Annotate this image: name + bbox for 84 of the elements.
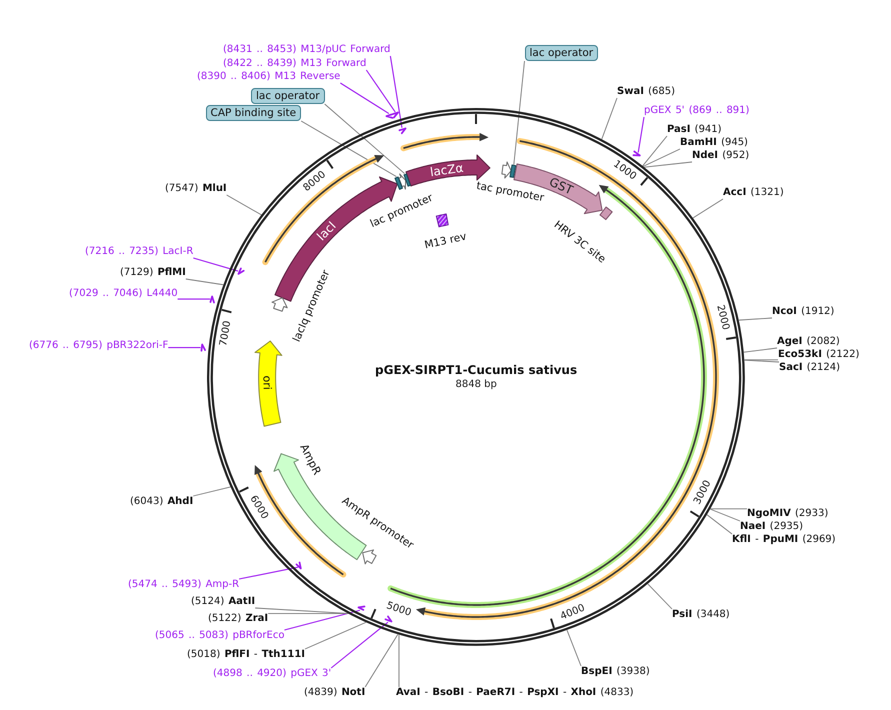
leader-line xyxy=(390,56,402,128)
leader-line xyxy=(268,613,349,614)
restriction-site-label: NdeI (952) xyxy=(692,150,750,162)
feature-label: ori xyxy=(260,375,274,390)
leader-line xyxy=(566,630,582,666)
primer-label: (7029 .. 7046) L4440 xyxy=(69,288,178,300)
feature-label: GST xyxy=(547,174,575,198)
leader-line xyxy=(340,82,390,114)
leader-line xyxy=(642,136,668,166)
leader-line xyxy=(692,198,724,218)
feature-callout: lac operator xyxy=(251,88,325,104)
tick-label: 4000 xyxy=(558,602,586,622)
leader-line xyxy=(710,508,748,510)
leader-line xyxy=(330,622,388,668)
feature-label: HRV 3C site xyxy=(552,218,608,266)
plasmid-name: pGEX-SIRPT1-Cucumis sativus xyxy=(375,363,578,377)
restriction-site-label: (7129) PflMI xyxy=(120,267,186,279)
restriction-site-label: (5124) AatII xyxy=(191,596,256,608)
plasmid-length: 8848 bp xyxy=(456,378,497,390)
tick-label: 3000 xyxy=(692,478,714,506)
leader-line xyxy=(304,622,366,650)
leader-line xyxy=(638,116,645,153)
feature-label: M13 rev xyxy=(424,230,468,252)
leader-line xyxy=(743,348,778,353)
leader-line xyxy=(168,347,201,348)
restriction-site-label: (4839) NotI xyxy=(304,687,366,699)
leader-line xyxy=(738,318,772,321)
leader-line xyxy=(364,634,398,688)
leader-line xyxy=(193,257,238,272)
restriction-site-label: KflI - PpuMI (2969) xyxy=(732,534,836,546)
restriction-site-label: BamHI (945) xyxy=(680,137,748,149)
primer-label: (7216 .. 7235) LacI-R xyxy=(85,246,194,258)
leader-line xyxy=(254,608,348,614)
restriction-site-label: NaeI (2935) xyxy=(740,521,804,533)
primer-label: pGEX 5' (869 .. 891) xyxy=(644,105,750,117)
restriction-site-label: PsiI (3448) xyxy=(672,609,730,621)
leader-line xyxy=(398,634,400,688)
leader-line xyxy=(642,148,680,167)
leader-line xyxy=(744,360,780,362)
feature-callout: CAP binding site xyxy=(206,105,302,121)
primer-label: (8422 .. 8439) M13 Forward xyxy=(223,58,366,70)
leader-line xyxy=(300,120,397,178)
feature-label: lacI xyxy=(314,218,340,243)
restriction-site-label: AgeI (2082) xyxy=(777,336,840,348)
leader-line xyxy=(192,486,231,496)
feature-callout: lac operator xyxy=(524,45,598,61)
restriction-site-label: SwaI (685) xyxy=(617,86,675,98)
leader-line xyxy=(238,566,298,580)
restriction-site-label: (5122) ZraI xyxy=(208,613,268,625)
tick-label: 5000 xyxy=(384,600,413,619)
leader-line xyxy=(710,508,740,522)
primer-label: (5474 .. 5493) Amp-R xyxy=(128,579,240,591)
restriction-site-label: (5018) PflFI - Tth111I xyxy=(187,649,306,661)
leader-line xyxy=(178,298,210,300)
leader-line xyxy=(706,514,732,534)
leader-line xyxy=(644,162,692,168)
leader-line xyxy=(185,278,224,286)
tick-label: 7000 xyxy=(218,320,234,348)
tick-label: 2000 xyxy=(714,303,732,331)
leader-line xyxy=(284,610,360,631)
primer-label: (6776 .. 6795) pBR322ori-F xyxy=(29,340,168,352)
leader-line xyxy=(226,194,262,216)
leader-line xyxy=(601,98,618,140)
restriction-site-label: (7547) MluI xyxy=(165,183,227,195)
primer-label: (8431 .. 8453) M13/pUC Forward xyxy=(223,44,390,56)
primer-label: (5065 .. 5083) pBRforEco xyxy=(155,630,284,642)
restriction-site-label: PasI (941) xyxy=(667,124,722,136)
primer-label: (8390 .. 8406) M13 Reverse xyxy=(197,71,340,83)
restriction-site-label: AccI (1321) xyxy=(723,187,784,199)
restriction-site-label: NgoMIV (2933) xyxy=(747,508,828,520)
restriction-site-label: SacI (2124) xyxy=(779,362,840,374)
restriction-site-label: NcoI (1912) xyxy=(772,306,834,318)
leader-line xyxy=(324,104,405,174)
restriction-site-label: BspEI (3938) xyxy=(581,666,650,678)
leader-line xyxy=(647,583,672,610)
primer-label: (4898 .. 4920) pGEX 3' xyxy=(213,668,332,680)
feature-label: lacZα xyxy=(430,160,464,180)
leader-line xyxy=(366,70,396,112)
restriction-site-label: AvaI - BsoBI - PaeR7I - PspXI - XhoI (4833) xyxy=(396,687,634,699)
leader-line xyxy=(744,359,778,360)
feature-label: tac promoter xyxy=(476,180,545,204)
restriction-site-label: Eco53kI (2122) xyxy=(778,349,860,361)
leader-line xyxy=(513,60,525,166)
restriction-site-label: (6043) AhdI xyxy=(130,496,194,508)
